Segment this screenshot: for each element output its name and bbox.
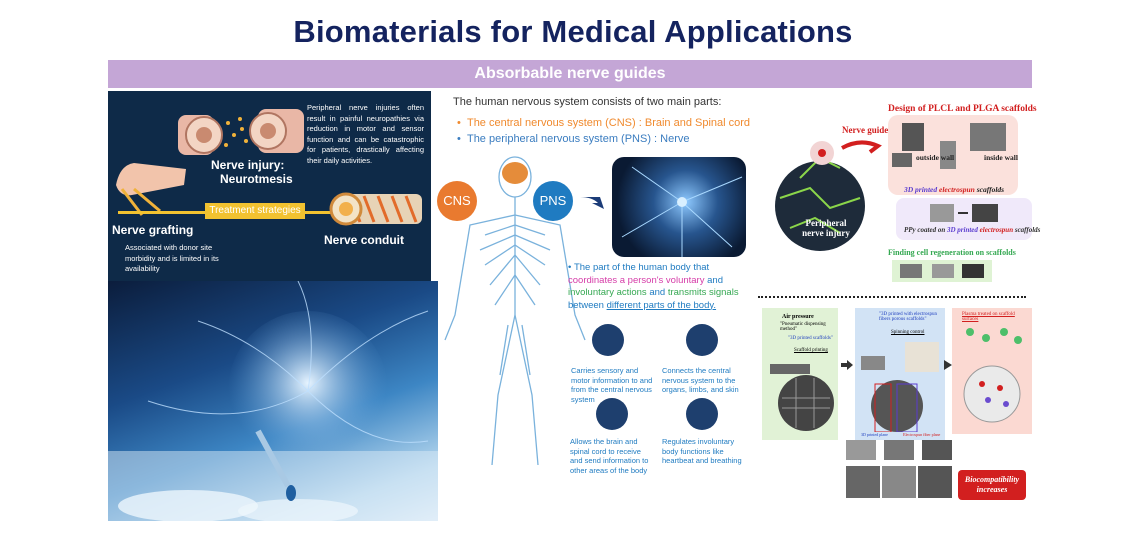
page-title: Biomaterials for Medical Applications bbox=[293, 14, 853, 49]
section-divider bbox=[758, 296, 1026, 298]
function-regulation: Regulates involuntary body functions lik… bbox=[662, 437, 742, 465]
spinning-control-label: Spinning control bbox=[891, 330, 925, 335]
electrospun-step-label: "3D printed with electrospun fibers poro… bbox=[879, 312, 938, 322]
design-title: Design of PLCL and PLGA scaffolds bbox=[888, 104, 1037, 114]
nerve-guide-label: Nerve guide bbox=[842, 125, 889, 135]
cns-bullet: • The central nervous system (CNS) : Bra… bbox=[457, 117, 751, 129]
regeneration-title: Finding cell regeneration on scaffolds bbox=[888, 248, 1016, 257]
arrow-right-icon bbox=[944, 360, 952, 370]
scaffold-printing-label: Scaffold printing bbox=[794, 348, 828, 353]
outside-wall-label: outside wall bbox=[916, 153, 955, 162]
pns-desc-highlight: transmits signals bbox=[667, 287, 739, 298]
plasma-label: Plasma treated on scaffold surfaces bbox=[962, 312, 1015, 322]
pns-desc-part: and bbox=[646, 287, 668, 298]
neuron-network-image bbox=[612, 157, 746, 257]
nerve-injury-illustration bbox=[178, 109, 304, 155]
brain-icon bbox=[596, 398, 628, 430]
regeneration-box bbox=[892, 260, 992, 282]
cns-circle: CNS bbox=[437, 181, 477, 221]
biocompatibility-badge: Biocompatibility increases bbox=[958, 470, 1026, 500]
grafting-title: Nerve grafting bbox=[112, 223, 194, 237]
leg-illustration bbox=[116, 163, 186, 216]
section-title: Absorbable nerve guides bbox=[474, 65, 666, 82]
scaffolds-label: scaffolds bbox=[976, 185, 1005, 194]
printed-label: 3D printed bbox=[904, 185, 938, 194]
electrospun-label-2: electrospun bbox=[979, 226, 1014, 234]
pns-desc-highlight: coordinates a person's voluntary bbox=[568, 274, 705, 286]
scaffold-samples-illustration bbox=[846, 440, 952, 498]
section-band: Absorbable nerve guides bbox=[108, 60, 1032, 88]
plasma-step-box: Plasma treated on scaffold surfaces bbox=[952, 308, 1032, 434]
injury-subtitle: Neurotmesis bbox=[220, 172, 293, 186]
printed-scaffold-label: "3D printed scaffolds" bbox=[788, 336, 833, 341]
electrospun-plane-label: Electrospun fiber plane bbox=[903, 432, 941, 437]
pns-description: • The part of the human body that coordi… bbox=[568, 262, 739, 311]
injury-description: Peripheral nerve injuries often result i… bbox=[307, 103, 424, 165]
grafting-text: Associated with donor site morbidity and… bbox=[125, 243, 219, 273]
nervous-system-figure bbox=[444, 156, 586, 466]
arrow-right-icon bbox=[580, 197, 604, 209]
nerve-injury-panel: Nerve injury: Neurotmesis Peripheral ner… bbox=[108, 91, 431, 281]
treatment-strategies: Treatment strategies bbox=[205, 203, 305, 219]
printed-label-2: 3D printed bbox=[946, 226, 978, 234]
electrospin-step-box: "3D printed with electrospun fibers poro… bbox=[855, 308, 945, 440]
pns-desc-part: The part of the human body that bbox=[573, 262, 710, 273]
scaffold-design-box: outside wall inside wall 3D printed elec… bbox=[888, 115, 1018, 195]
neuron-photo bbox=[108, 281, 438, 521]
pns-desc-link: different parts of the body. bbox=[606, 299, 717, 311]
ppy-box: PPy coated on 3D printed electrospun sca… bbox=[896, 198, 1040, 240]
inside-wall-label: inside wall bbox=[984, 153, 1018, 162]
lab-neurons-image bbox=[108, 281, 438, 521]
function-sensory: Carries sensory and motor information to… bbox=[571, 366, 653, 404]
pns-desc-highlight: involuntary actions bbox=[568, 287, 647, 298]
printed-plane-label: 3D printed plane bbox=[861, 432, 888, 437]
pns-bullet: • The peripheral nervous system (PNS) : … bbox=[457, 133, 690, 145]
pns-item: The peripheral nervous system (PNS) : Ne… bbox=[466, 133, 690, 145]
injury-title: Nerve injury: bbox=[211, 158, 285, 172]
function-brain: Allows the brain and spinal cord to rece… bbox=[570, 437, 649, 475]
scaffolds-label-2: scaffolds bbox=[1014, 226, 1041, 234]
air-pressure-label: Air pressure bbox=[782, 314, 814, 320]
peripheral-injury-label: Peripheral nerve injury bbox=[802, 218, 850, 238]
arrow-right-icon bbox=[841, 360, 853, 370]
printed-electrospun-line: 3D printed electrospun scaffolds bbox=[904, 185, 1004, 194]
heart-icon bbox=[686, 398, 718, 430]
sensory-icon bbox=[592, 324, 624, 356]
cns-item: The central nervous system (CNS) : Brain… bbox=[466, 117, 751, 129]
peripheral-injury-illustration bbox=[775, 140, 882, 251]
function-organs: Connects the central nervous system to t… bbox=[662, 366, 739, 394]
nerve-conduit-illustration bbox=[329, 192, 422, 226]
ppy-label: PPy coated on bbox=[904, 226, 947, 234]
organs-icon bbox=[686, 324, 718, 356]
pns-desc-part: between bbox=[568, 299, 607, 311]
electrospun-label: electrospun bbox=[939, 185, 975, 194]
printing-step-box: Air pressure "Pneumatic dispensing metho… bbox=[762, 308, 838, 440]
conduit-label: Nerve conduit bbox=[324, 233, 405, 247]
pns-desc-part: and bbox=[704, 274, 723, 286]
pns-circle: PNS bbox=[533, 181, 573, 221]
intro-text: The human nervous system consists of two… bbox=[453, 96, 722, 108]
ppy-line: PPy coated on 3D printed electrospun sca… bbox=[904, 226, 1040, 234]
pneumatic-label: "Pneumatic dispensing method" bbox=[780, 322, 826, 332]
